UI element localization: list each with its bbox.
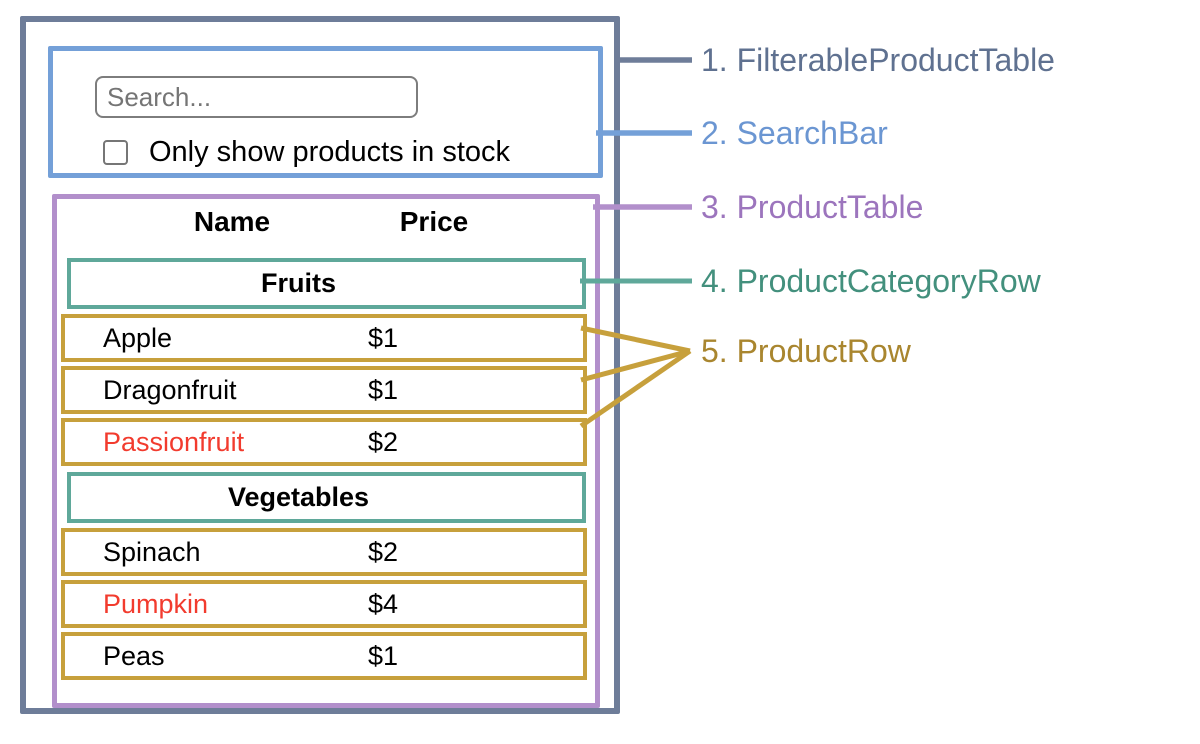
product-table-box: Name Price Fruits Apple $1 Dragonfruit $… xyxy=(52,194,600,708)
category-row-vegetables: Vegetables xyxy=(67,472,586,523)
category-label: Fruits xyxy=(260,268,336,298)
filterable-product-table-box: Only show products in stock Name Price F… xyxy=(20,16,620,714)
product-price: $1 xyxy=(368,640,399,671)
search-bar-box: Only show products in stock xyxy=(48,46,603,178)
product-row-pumpkin: Pumpkin $4 xyxy=(61,580,587,628)
product-row-dragonfruit: Dragonfruit $1 xyxy=(61,366,587,414)
callout-filterable-product-table: 1. FilterableProductTable xyxy=(701,42,1055,78)
product-row-spinach: Spinach $2 xyxy=(61,528,587,576)
in-stock-checkbox[interactable] xyxy=(103,140,128,165)
product-price: $2 xyxy=(368,536,399,567)
callout-search-bar: 2. SearchBar xyxy=(701,115,888,151)
product-price: $2 xyxy=(368,426,399,457)
product-price: $4 xyxy=(368,588,399,619)
product-name: Spinach xyxy=(103,536,201,567)
product-price: $1 xyxy=(368,322,399,353)
in-stock-checkbox-label: Only show products in stock xyxy=(149,136,511,168)
product-row-passionfruit: Passionfruit $2 xyxy=(61,418,587,466)
product-name-out-of-stock: Passionfruit xyxy=(103,426,245,457)
product-name-out-of-stock: Pumpkin xyxy=(103,588,209,619)
category-row-fruits: Fruits xyxy=(67,258,586,309)
product-row-apple: Apple $1 xyxy=(61,314,587,362)
column-header-name: Name xyxy=(193,206,271,237)
product-name: Peas xyxy=(103,640,165,671)
callout-product-category-row: 4. ProductCategoryRow xyxy=(701,263,1041,299)
category-label: Vegetables xyxy=(227,482,370,512)
column-header-price: Price xyxy=(399,206,469,237)
product-price: $1 xyxy=(368,374,399,405)
callout-product-table: 3. ProductTable xyxy=(701,189,924,225)
product-name: Dragonfruit xyxy=(103,374,237,405)
product-name: Apple xyxy=(103,322,173,353)
product-row-peas: Peas $1 xyxy=(61,632,587,680)
callout-product-row: 5. ProductRow xyxy=(701,333,911,369)
search-input[interactable] xyxy=(95,76,418,118)
